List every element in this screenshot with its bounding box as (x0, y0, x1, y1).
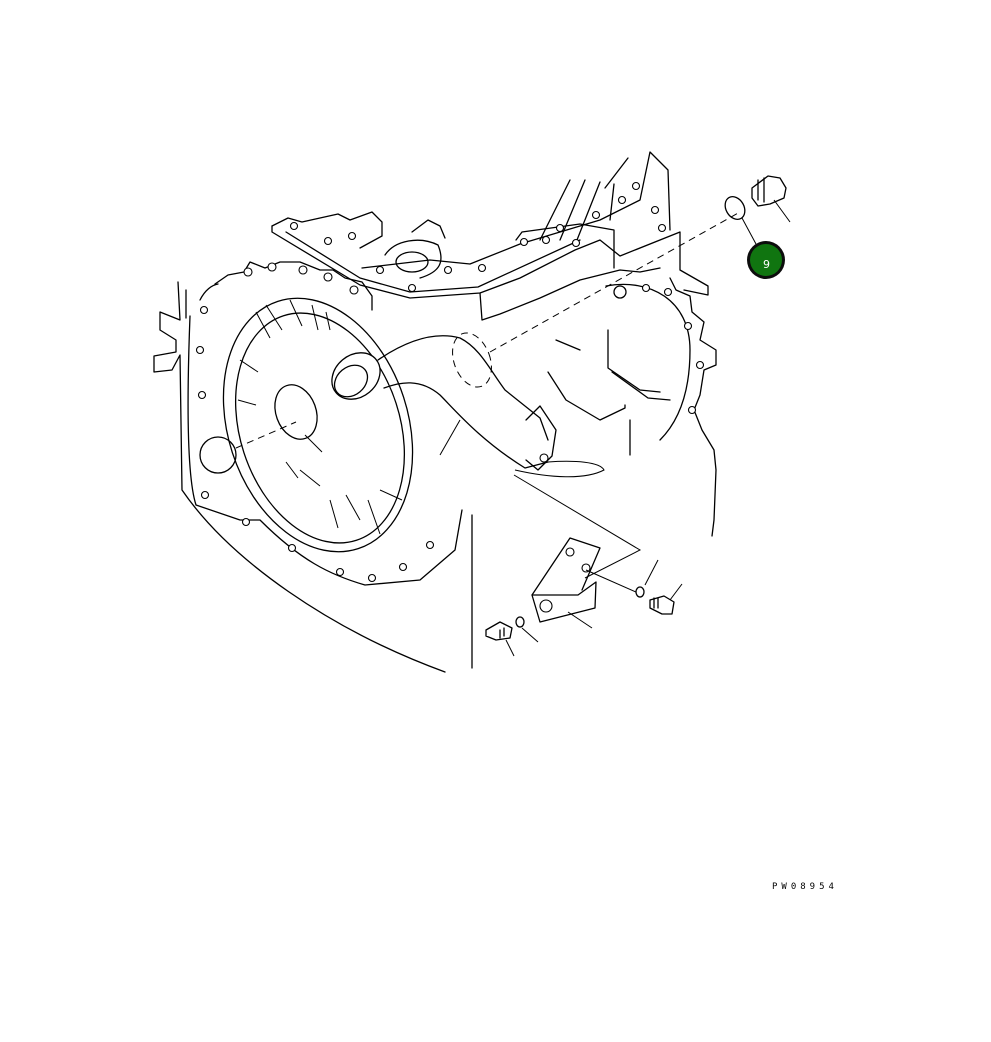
top-cover-plate (271, 151, 709, 321)
right-housing (547, 277, 717, 537)
flywheel-housing (153, 261, 473, 673)
bracket (531, 537, 637, 629)
drawing-code: PW08954 (772, 882, 838, 892)
fasteners (485, 175, 791, 657)
callout-number-balloon[interactable]: 9 (747, 241, 785, 279)
leader-lines (513, 474, 642, 579)
pipe (331, 211, 741, 478)
callout-number: 9 (763, 258, 770, 271)
